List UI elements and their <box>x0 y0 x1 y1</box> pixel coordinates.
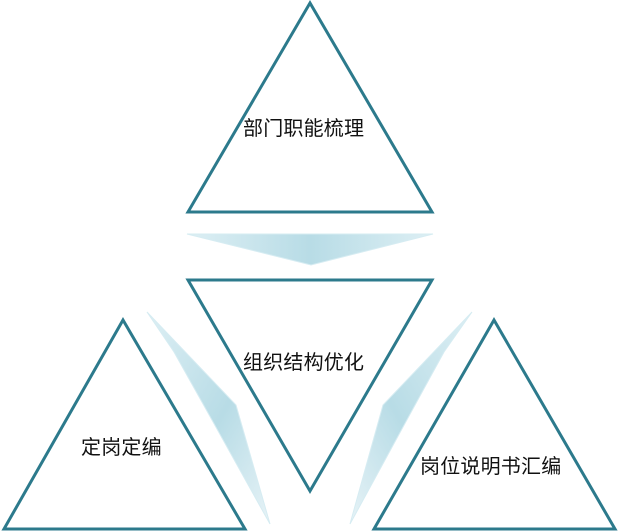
label-job-description-compilation: 岗位说明书汇编 <box>420 454 562 478</box>
label-department-functions: 部门职能梳理 <box>243 116 365 140</box>
triangle-center-inverted <box>185 278 435 494</box>
connector-left-arrow <box>146 311 271 525</box>
connector-right-arrow <box>349 311 473 525</box>
label-staffing: 定岗定编 <box>81 435 162 459</box>
connector-top-arrow <box>186 233 434 266</box>
triangle-top <box>185 0 435 214</box>
triangle-left <box>1 316 248 531</box>
triangle-right <box>371 316 618 531</box>
label-org-structure-optimization: 组织结构优化 <box>243 350 365 374</box>
